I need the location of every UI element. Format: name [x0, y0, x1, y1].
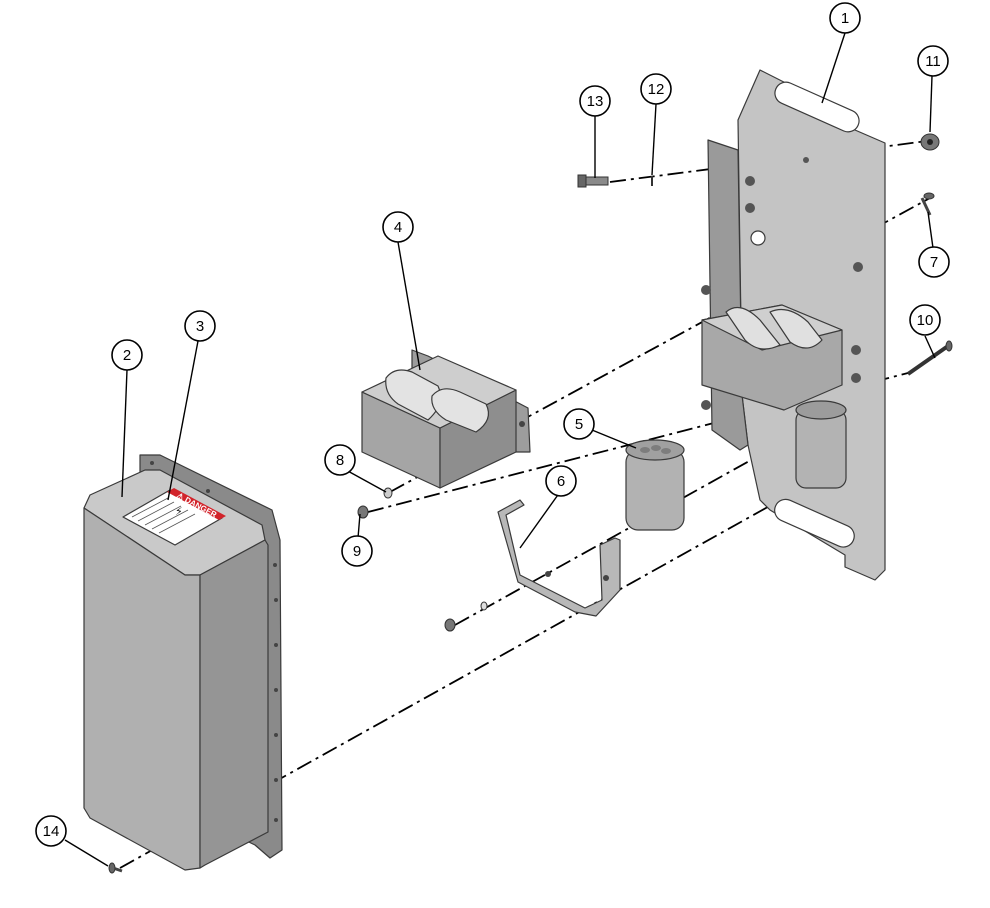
svg-text:1: 1 — [841, 10, 849, 27]
capacitor-terminals — [640, 445, 671, 454]
part-5-capacitor — [625, 439, 685, 531]
capacitor-bracket-body — [497, 499, 621, 617]
warning-label-lines — [131, 497, 196, 534]
callout-11: 11 — [917, 45, 949, 77]
callout-3: 3 — [184, 310, 216, 342]
svg-text:7: 7 — [930, 254, 938, 271]
plate-hole — [750, 230, 766, 246]
mounted-capacitor-body — [795, 409, 847, 489]
cover-front-face — [83, 507, 201, 871]
bracket-nut-washer — [444, 601, 488, 632]
callout-9: 9 — [341, 535, 373, 567]
mounted-capacitor-top — [795, 400, 847, 420]
svg-text:6: 6 — [557, 473, 565, 490]
svg-text:8: 8 — [336, 452, 344, 469]
plate-studs — [701, 157, 863, 410]
part-6-capacitor-bracket — [497, 499, 621, 617]
capacitor-body — [625, 449, 685, 531]
plate-slot-bottom — [774, 498, 855, 548]
callout-1: 1 — [829, 2, 861, 34]
callout-14: 14 — [35, 815, 67, 847]
part-14-screw — [108, 862, 123, 874]
part-8-washer — [383, 487, 393, 499]
callout-4: 4 — [382, 211, 414, 243]
svg-text:10: 10 — [917, 312, 934, 329]
svg-text:3: 3 — [196, 318, 204, 335]
warning-label-symbol: ⚡ — [175, 505, 183, 518]
mounted-transformer-coil-2 — [769, 309, 823, 349]
callout-12: 12 — [640, 73, 672, 105]
part-7-screw — [920, 192, 935, 216]
svg-text:2: 2 — [123, 347, 131, 364]
callout-10: 10 — [909, 304, 941, 336]
svg-text:12: 12 — [648, 81, 665, 98]
callout-2: 2 — [111, 339, 143, 371]
svg-text:4: 4 — [394, 219, 402, 236]
callout-5: 5 — [563, 408, 595, 440]
warning-label-header — [167, 488, 226, 520]
part-10-bolt — [906, 340, 953, 376]
svg-text:9: 9 — [353, 543, 361, 560]
svg-text:13: 13 — [587, 93, 604, 110]
part-13-bolt — [577, 174, 609, 188]
callout-8: 8 — [324, 444, 356, 476]
callouts: 1 2 3 4 5 6 7 8 — [35, 2, 950, 847]
transformer-bracket-hole — [519, 421, 525, 427]
part-4-transformer — [361, 349, 531, 489]
hardware — [108, 133, 953, 874]
svg-text:14: 14 — [43, 823, 60, 840]
svg-text:11: 11 — [925, 53, 941, 70]
plate-slot-top — [774, 81, 860, 133]
svg-text:5: 5 — [575, 416, 583, 433]
transformer-coil-right — [431, 388, 489, 433]
cover-side-face — [199, 539, 269, 869]
part-11-nut — [920, 133, 940, 151]
callout-6: 6 — [545, 465, 577, 497]
centerline-washer-capacitor — [454, 454, 761, 626]
callout-leaders — [64, 32, 936, 867]
mounted-transformer-coil — [725, 306, 781, 350]
callout-13: 13 — [579, 85, 611, 117]
callout-7: 7 — [918, 246, 950, 278]
capacitor-bracket-hole — [545, 571, 551, 577]
centerline-14-plate — [119, 449, 871, 869]
cover-flange-holes — [150, 461, 278, 822]
part-1-mounting-plate — [701, 69, 886, 581]
capacitor-bracket-hole-2 — [603, 575, 609, 581]
